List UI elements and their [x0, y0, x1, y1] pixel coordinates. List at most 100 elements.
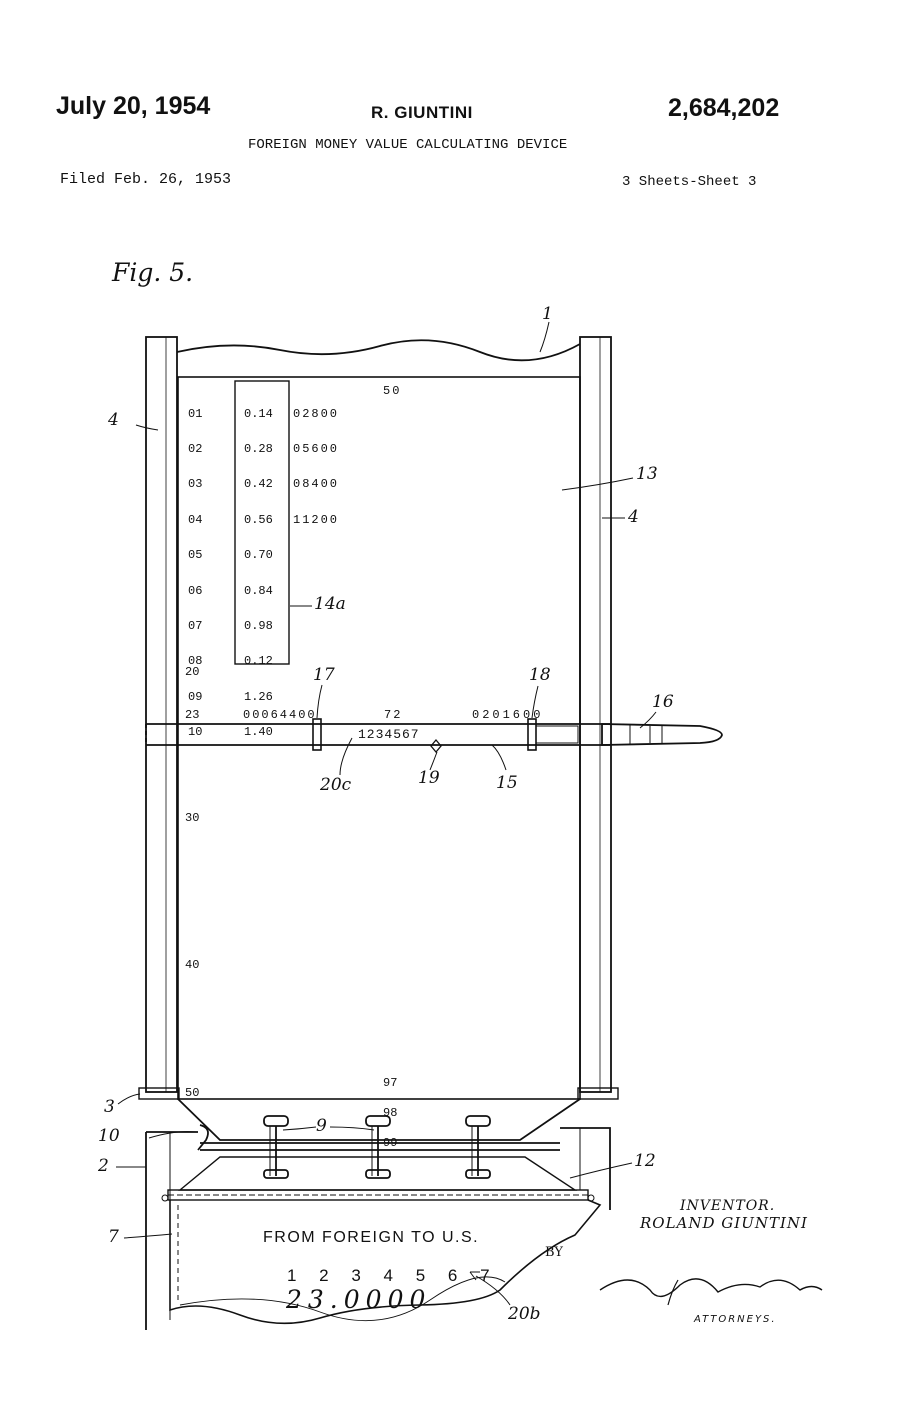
attorney-signature [599, 1278, 823, 1298]
amount-value: 05600 [293, 441, 340, 456]
rate-value: 0.28 [244, 441, 273, 456]
row-code: 02 [188, 441, 203, 456]
leader-1 [539, 321, 550, 353]
leader-10 [148, 1131, 197, 1139]
leader-16 [639, 711, 657, 729]
chart-panel [177, 376, 581, 1100]
plate-result-value: 23.0000 [286, 1285, 432, 1314]
gear-wheel [365, 1115, 391, 1179]
left-rail-cap [138, 1087, 180, 1100]
rate-value: 0.56 [244, 512, 273, 527]
ref-2: 2 [98, 1156, 109, 1176]
rate-value: 0.42 [244, 477, 273, 492]
patent-number: 2,684,202 [668, 94, 780, 122]
by-label: BY [545, 1245, 563, 1260]
row-code: 06 [188, 583, 203, 598]
rate-column: 0.14 0.28 0.42 0.56 0.70 0.84 0.98 0.12 … [244, 385, 273, 751]
rate-value: 0.70 [244, 548, 273, 563]
row-code: 07 [188, 618, 203, 633]
rate-value: 1.26 [244, 689, 273, 704]
row-23-mid-value: 72 [384, 708, 403, 722]
row-30-label: 30 [185, 811, 200, 825]
ref-15: 15 [496, 773, 518, 793]
row-23-left-values: 00064400 [243, 708, 317, 722]
plate-inner-edge [179, 1276, 506, 1322]
leader-20c [339, 737, 353, 776]
gear-wheel [465, 1115, 491, 1179]
rate-value: 0.12 [244, 654, 273, 669]
slider-sleeve [535, 725, 579, 744]
rate-value: 0.84 [244, 583, 273, 598]
right-rail-cap [577, 1087, 619, 1100]
row-20-label: 20 [185, 665, 200, 679]
figure-label: Fig. 5. [112, 258, 194, 287]
ref-18: 18 [529, 665, 551, 685]
roller-pin-left [161, 1194, 169, 1202]
ref-12: 12 [634, 1151, 656, 1171]
right-rail [579, 336, 612, 1093]
attorneys-label: ATTORNEYS. [694, 1314, 777, 1325]
patent-title: FOREIGN MONEY VALUE CALCULATING DEVICE [248, 137, 568, 153]
bottom-code: 99 [383, 1136, 398, 1150]
lower-housing [177, 1098, 581, 1141]
rate-value: 1.40 [244, 725, 273, 740]
patent-date: July 20, 1954 [56, 92, 211, 120]
ref-1: 1 [542, 304, 553, 324]
leader-4-left [135, 424, 159, 431]
leader-7 [123, 1233, 173, 1239]
slider-digit-scale: 1234567 [358, 727, 420, 742]
bottom-code-column: 97 98 99 [383, 1058, 397, 1158]
plate-torn-edge [169, 1199, 602, 1325]
ref-10: 10 [98, 1126, 120, 1146]
inventor-label: INVENTOR. [680, 1198, 776, 1214]
gear-wheel [263, 1115, 289, 1179]
ref-14a: 14a [314, 594, 346, 614]
plate-digit-positions: 1 2 3 4 5 6 7 [287, 1266, 499, 1285]
leader-9b [329, 1126, 375, 1131]
inventor-name: ROLAND GIUNTINI [640, 1214, 808, 1232]
slider-clip-17 [312, 718, 322, 751]
row-50-label: 50 [185, 1086, 200, 1100]
row-code: 01 [188, 406, 203, 421]
bottom-code: 98 [383, 1106, 398, 1120]
inventor-header: R. GIUNTINI [371, 103, 473, 122]
sheet-count: 3 Sheets-Sheet 3 [622, 174, 757, 190]
rate-value: 0.98 [244, 618, 273, 633]
leader-9a [282, 1126, 317, 1131]
left-rail [145, 336, 178, 1093]
leader-20b [475, 1275, 511, 1306]
signature-stroke [667, 1279, 679, 1306]
ref-20c: 20c [320, 775, 352, 795]
amount-column: 02800 05600 08400 11200 [293, 385, 339, 538]
leader-15 [491, 744, 507, 771]
plate-label: FROM FOREIGN TO U.S. [263, 1229, 480, 1246]
arrow-20b [469, 1271, 480, 1281]
row-code: 09 [188, 689, 203, 704]
knob-10 [197, 1124, 209, 1151]
slider-handle [601, 723, 723, 746]
row-code: 05 [188, 548, 203, 563]
bottom-frame-right [560, 1127, 611, 1210]
row-code: 04 [188, 512, 203, 527]
amount-value: 08400 [293, 477, 340, 492]
slider-pointer [430, 738, 442, 754]
row-40-label: 40 [185, 958, 200, 972]
amount-value: 11200 [293, 512, 340, 527]
column-box [234, 380, 290, 665]
leader-3 [117, 1093, 141, 1105]
row-23-right-values: 0201600 [472, 708, 544, 722]
row-code: 03 [188, 477, 203, 492]
ref-4-right: 4 [628, 507, 639, 527]
amount-value: 02800 [293, 406, 340, 421]
leader-13 [561, 477, 634, 491]
leader-19 [429, 751, 438, 771]
ref-4-left: 4 [108, 410, 119, 430]
row-code: 08 [188, 654, 203, 669]
ref-19: 19 [418, 768, 440, 788]
row-code: 10 [188, 725, 203, 740]
sheet-top-edge [176, 339, 581, 362]
ref-20b: 20b [508, 1304, 541, 1324]
leader-12 [569, 1162, 633, 1179]
rate-value: 0.14 [244, 406, 273, 421]
